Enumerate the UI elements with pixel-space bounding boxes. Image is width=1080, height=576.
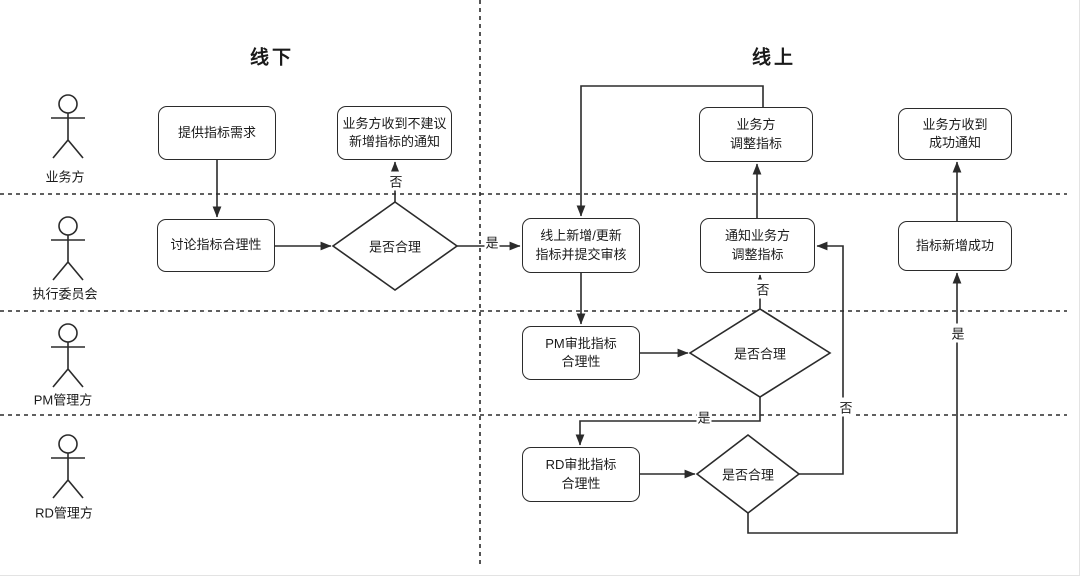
node-label: 指标并提交审核: [535, 246, 627, 262]
node-notify-adjust: 通知业务方 调整指标: [700, 218, 815, 273]
decision-pm-check-label: 是否合理: [733, 346, 787, 362]
node-label: 合理性: [561, 475, 601, 491]
decision-offline-check-label: 是否合理: [368, 239, 422, 255]
node-label: 讨论指标合理性: [170, 237, 262, 253]
edge-pm-check-yes: [575, 397, 761, 446]
node-label: 通知业务方: [724, 228, 790, 244]
decision-offline-check-shape: [331, 201, 459, 291]
edge-label-rd-yes: 是: [950, 323, 966, 343]
node-discuss-rationality: 讨论指标合理性: [157, 219, 275, 272]
node-submit-review: 线上新增/更新 指标并提交审核: [522, 218, 640, 273]
node-label: 成功通知: [928, 135, 981, 150]
edge-label-pm-no: 否: [755, 279, 771, 299]
edge-label-pm-yes: 是: [696, 407, 712, 427]
node-rd-review: RD审批指标 合理性: [522, 447, 640, 502]
decision-rd-check-label: 是否合理: [721, 467, 775, 483]
node-reject-notice: 业务方收到不建议 新增指标的通知: [337, 106, 452, 160]
node-pm-review: PM审批指标 合理性: [522, 326, 640, 380]
node-label: 新增指标的通知: [348, 134, 440, 149]
decision-rd-check-shape: [695, 433, 801, 515]
node-biz-success-notice: 业务方收到 成功通知: [898, 108, 1012, 160]
node-label: 调整指标: [731, 246, 784, 262]
column-header-online: 线上: [751, 47, 797, 69]
actor-business-icon: [51, 94, 85, 159]
actor-rd-icon: [51, 434, 85, 499]
node-label: 线上新增/更新: [540, 228, 622, 244]
node-label: 提供指标需求: [177, 124, 256, 140]
edge-label-offline-no: 否: [388, 171, 404, 191]
decision-pm-check-shape: [688, 308, 832, 398]
edge-label-offline-yes: 是: [484, 232, 500, 252]
node-add-success: 指标新增成功: [898, 221, 1012, 271]
lane-label-business: 业务方: [45, 169, 85, 185]
node-label: 业务方收到不建议: [342, 115, 447, 131]
lane-label-committee: 执行委员会: [32, 286, 98, 302]
node-biz-adjust: 业务方 调整指标: [699, 107, 813, 162]
node-label: 合理性: [561, 354, 601, 369]
edge-rd-check-yes: [747, 272, 962, 534]
node-label: 调整指标: [729, 135, 782, 151]
node-label: RD审批指标: [545, 457, 617, 473]
node-label: 业务方: [736, 117, 776, 133]
node-label: 指标新增成功: [915, 237, 994, 253]
node-label: PM审批指标: [545, 335, 617, 351]
edge-rd-check-no: [799, 241, 844, 475]
edge-biz-adjust-to-submit: [576, 85, 764, 217]
edge-label-rd-no: 否: [838, 397, 854, 417]
actor-pm-icon: [51, 323, 85, 388]
node-label: 业务方收到: [922, 116, 988, 132]
lane-label-rd: RD管理方: [35, 505, 93, 521]
column-header-offline: 线下: [249, 47, 295, 69]
node-provide-requirement: 提供指标需求: [158, 106, 276, 160]
lane-label-pm: PM管理方: [33, 392, 93, 408]
actor-committee-icon: [51, 216, 85, 281]
